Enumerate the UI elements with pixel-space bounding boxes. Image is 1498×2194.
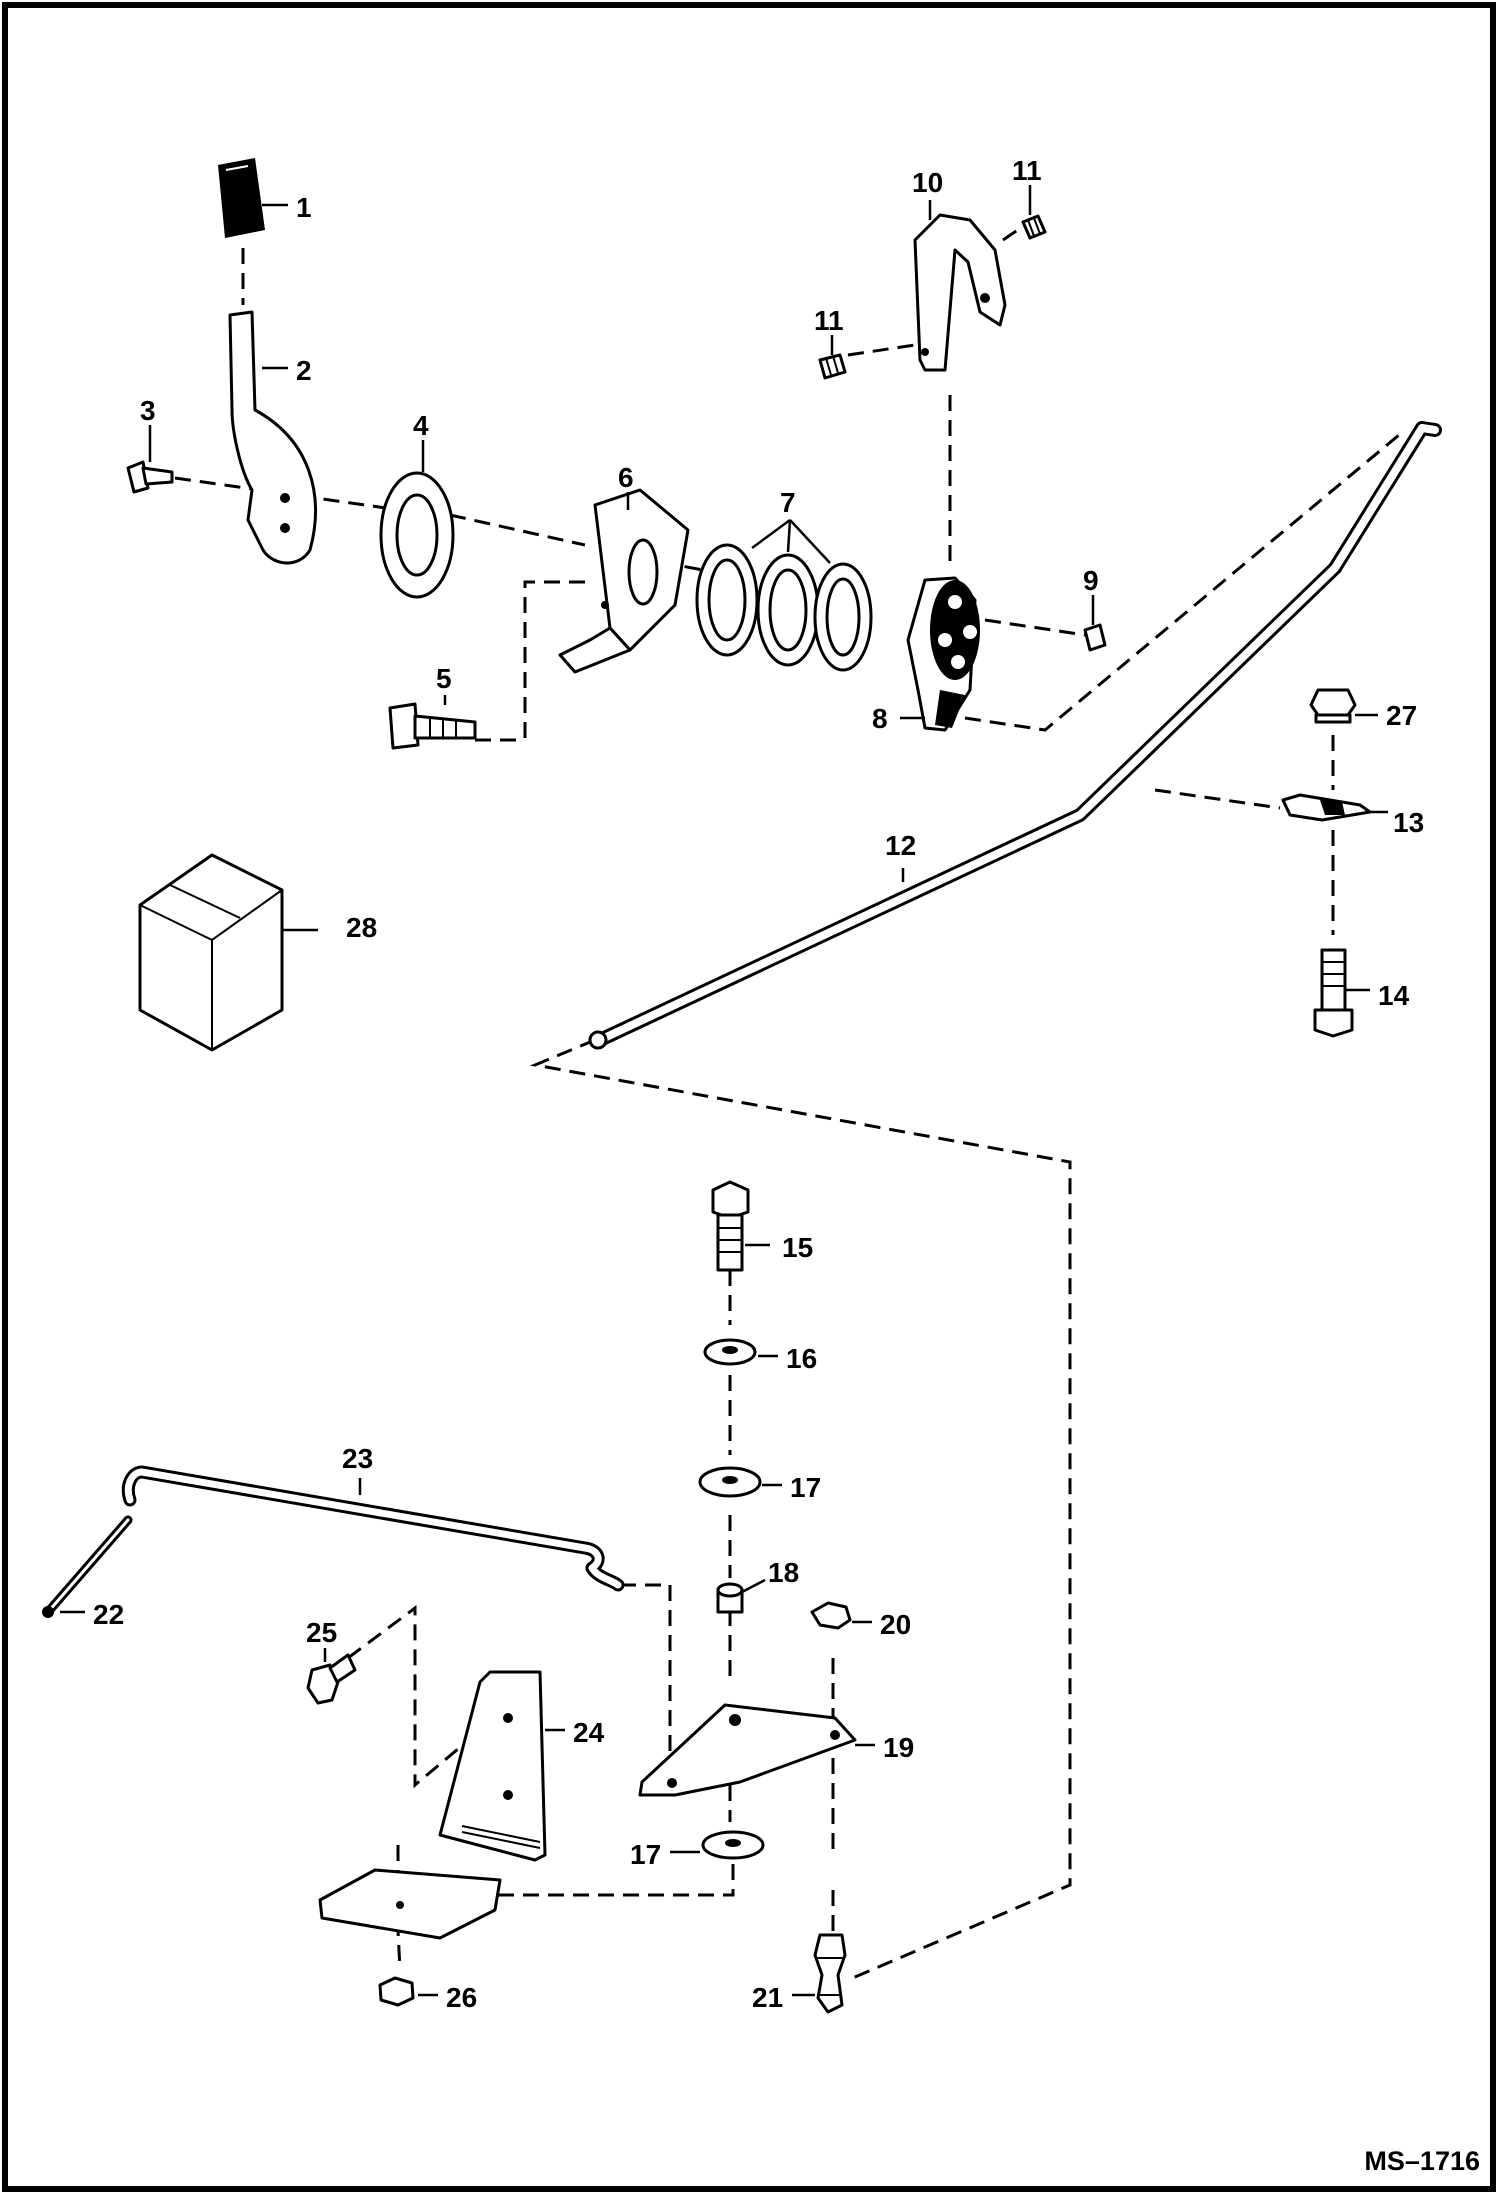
callout-25: 25	[306, 1617, 337, 1648]
part-7-seals	[695, 543, 873, 672]
part-22-pin	[42, 1515, 133, 1618]
part-6-bracket	[558, 488, 690, 674]
part-25-bolt	[306, 1653, 357, 1705]
part-3-bolt	[126, 460, 174, 494]
part-24-bracket	[318, 1670, 547, 1940]
callout-19: 19	[883, 1732, 914, 1763]
callout-18: 18	[768, 1557, 799, 1588]
part-2-lever	[228, 310, 317, 565]
part-28-kit-box	[138, 853, 284, 1052]
part-12-rod	[588, 421, 1442, 1050]
callout-27: 27	[1386, 700, 1417, 731]
callout-22: 22	[93, 1599, 124, 1630]
callout-15: 15	[782, 1232, 813, 1263]
callout-20: 20	[880, 1609, 911, 1640]
part-15-bolt	[711, 1180, 750, 1272]
part-17-washer-top	[698, 1466, 762, 1498]
callout-17-top: 17	[790, 1472, 821, 1503]
callout-1: 1	[296, 192, 312, 223]
part-13-clip	[1281, 793, 1372, 822]
part-11-screw-top	[1021, 214, 1047, 240]
callout-10: 10	[912, 167, 943, 198]
part-14-bolt	[1313, 948, 1354, 1038]
part-19-plate	[638, 1703, 857, 1797]
part-17-washer-bottom	[701, 1830, 765, 1860]
part-26-nut	[378, 1976, 415, 2007]
callout-12: 12	[885, 830, 916, 861]
part-8-pulley	[906, 576, 980, 732]
callout-3: 3	[140, 395, 156, 426]
callout-7: 7	[780, 487, 796, 518]
callout-17-bottom: 17	[630, 1839, 661, 1870]
callout-21: 21	[752, 1982, 783, 2013]
part-11-screw-left	[818, 353, 847, 380]
callout-9: 9	[1083, 565, 1099, 596]
callout-numbers: 1 2 3 4 5 6 7 8 9 10 11 11 12 13 14 27 2…	[93, 155, 1424, 2013]
callout-16: 16	[786, 1343, 817, 1374]
callout-13: 13	[1393, 807, 1424, 838]
part-1-knob	[218, 158, 265, 238]
part-10-bracket	[913, 213, 1007, 372]
callout-2: 2	[296, 355, 312, 386]
callout-26: 26	[446, 1982, 477, 2013]
part-9-nut	[1083, 623, 1107, 652]
callout-11-top: 11	[1012, 155, 1042, 186]
part-21-fitting	[813, 1933, 847, 2014]
part-27-nut	[1309, 688, 1357, 724]
callout-11-left: 11	[814, 305, 844, 336]
callout-6: 6	[618, 462, 634, 493]
callout-8: 8	[872, 703, 888, 734]
drawing-code: MS–1716	[1364, 2146, 1480, 2176]
callout-4: 4	[413, 410, 429, 441]
part-20-nut	[810, 1601, 852, 1630]
part-4-washer	[379, 471, 455, 599]
callout-14: 14	[1378, 980, 1410, 1011]
callout-23: 23	[342, 1443, 373, 1474]
part-18-spacer	[716, 1582, 744, 1614]
callout-28: 28	[346, 912, 377, 943]
part-16-washer	[703, 1338, 757, 1366]
callout-24: 24	[573, 1717, 605, 1748]
callout-5: 5	[436, 663, 452, 694]
callout-leaders	[60, 185, 1388, 1997]
part-5-bolt	[388, 702, 477, 750]
part-23-rod	[121, 1465, 625, 1592]
